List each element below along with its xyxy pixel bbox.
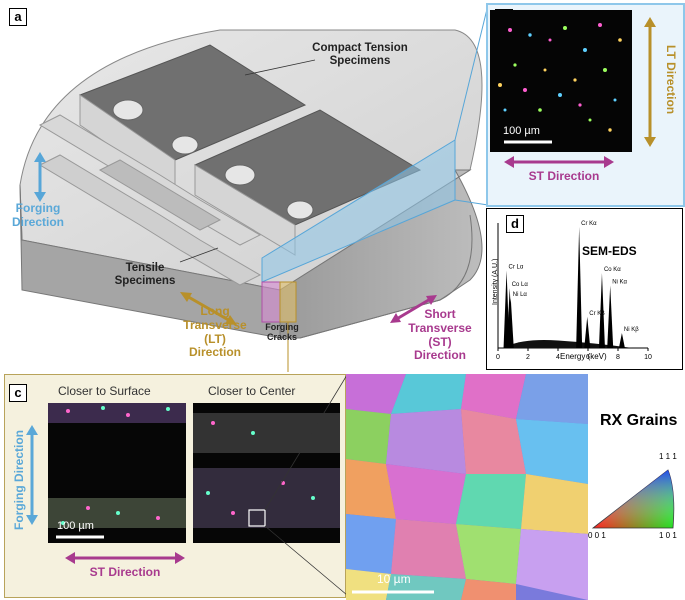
eds-peak: [598, 273, 605, 348]
zoom-scale-bar-label: 10 µm: [377, 572, 411, 586]
forging-direction-label: Forging Direction: [11, 201, 64, 229]
eds-peak-label: Cr Kβ: [589, 311, 605, 317]
ct-hole: [224, 164, 256, 186]
eds-x-tick-label: 6: [586, 354, 590, 361]
eds-peak: [607, 285, 614, 348]
ebsd-rx-grains: [346, 374, 588, 600]
forging-schematic: [19, 4, 489, 372]
forging-crack-region: [261, 281, 281, 323]
lt-direction-arrow: [184, 293, 233, 324]
st-direction-label: Short Transverse (ST) Direction: [408, 307, 472, 363]
ipf-111-label: 1 1 1: [659, 452, 677, 461]
eds-peak: [618, 333, 625, 348]
st-direction-arrow: [394, 296, 433, 322]
tensile-label: Tensile Specimens: [114, 262, 176, 288]
ebsd-zoom-map: [346, 374, 588, 600]
lt-direction-b-label: LT Direction: [658, 45, 678, 114]
eds-peak-label: Ni Lα: [513, 292, 528, 298]
zoom-lines: [264, 374, 348, 596]
eds-peak-label: Ni Kβ: [624, 327, 639, 333]
eds-peak-label: Cr Kα: [581, 221, 597, 227]
eds-peak-label: Co Lα: [512, 282, 529, 288]
closer-surface-label: Closer to Surface: [58, 384, 151, 398]
eds-xlabel: Energy (keV): [560, 352, 607, 361]
eds-peak: [507, 298, 514, 348]
ct-hole: [171, 135, 199, 155]
eds-peak: [576, 226, 583, 348]
scale-bar-b-label: 100 µm: [503, 125, 540, 137]
ebsd-map-b: [490, 10, 632, 152]
forging-arrow-c: [26, 425, 38, 525]
st-direction-c-label: ST Direction: [89, 565, 161, 579]
eds-title: SEM-EDS: [582, 244, 637, 258]
eds-continuum: [504, 340, 633, 348]
ct-hole: [112, 99, 144, 121]
ipf-101-label: 1 0 1: [659, 531, 677, 540]
st-arrow-c: [65, 552, 185, 564]
panel-a-label: a: [9, 8, 27, 26]
panel-b-arrows: [504, 156, 614, 168]
closer-center-label: Closer to Center: [208, 384, 296, 398]
panel-c-label: c: [9, 384, 27, 402]
compact-tension-label: Compact Tension Specimens: [312, 42, 408, 68]
eds-peak: [584, 316, 591, 348]
eds-peak-label: Co Kα: [604, 267, 621, 273]
panel-d-label: d: [506, 215, 524, 233]
ebsd-surface-grains: [48, 403, 186, 539]
rx-grains-label: RX Grains: [600, 412, 678, 429]
ipf-001-label: 0 0 1: [588, 531, 606, 540]
eds-x-tick-label: 10: [644, 354, 652, 361]
lt-direction-label: Long Transverse (LT) Direction: [183, 304, 247, 360]
eds-x-tick-label: 4: [556, 354, 560, 361]
ipf-color-key: [591, 469, 675, 529]
eds-x-tick-label: 2: [526, 354, 530, 361]
lt-arrow-b: [644, 17, 656, 147]
st-direction-b-label: ST Direction: [528, 169, 600, 183]
eds-ylabel: Intensity (A.U.): [492, 258, 499, 305]
eds-peak-label: Ni Kα: [612, 280, 627, 286]
eds-x-tick-label: 0: [496, 354, 500, 361]
zoom-box: [248, 509, 266, 527]
forging-cracks-label: Forging Cracks: [265, 322, 299, 343]
ebsd-map-surface: [48, 403, 186, 543]
scale-bar-c-label: 100 µm: [57, 520, 94, 532]
ct-hole: [286, 200, 314, 220]
eds-peak-label: Cr Lα: [509, 265, 524, 271]
eds-x-tick-label: 8: [616, 354, 620, 361]
eds-spectrum-chart: 0 2 4 6 8 10 Cr Lα Co Lα Ni Lα Cr Kα Cr Kβ Co Kα Ni …: [496, 221, 652, 361]
ebsd-grain-speckles: [498, 23, 622, 144]
